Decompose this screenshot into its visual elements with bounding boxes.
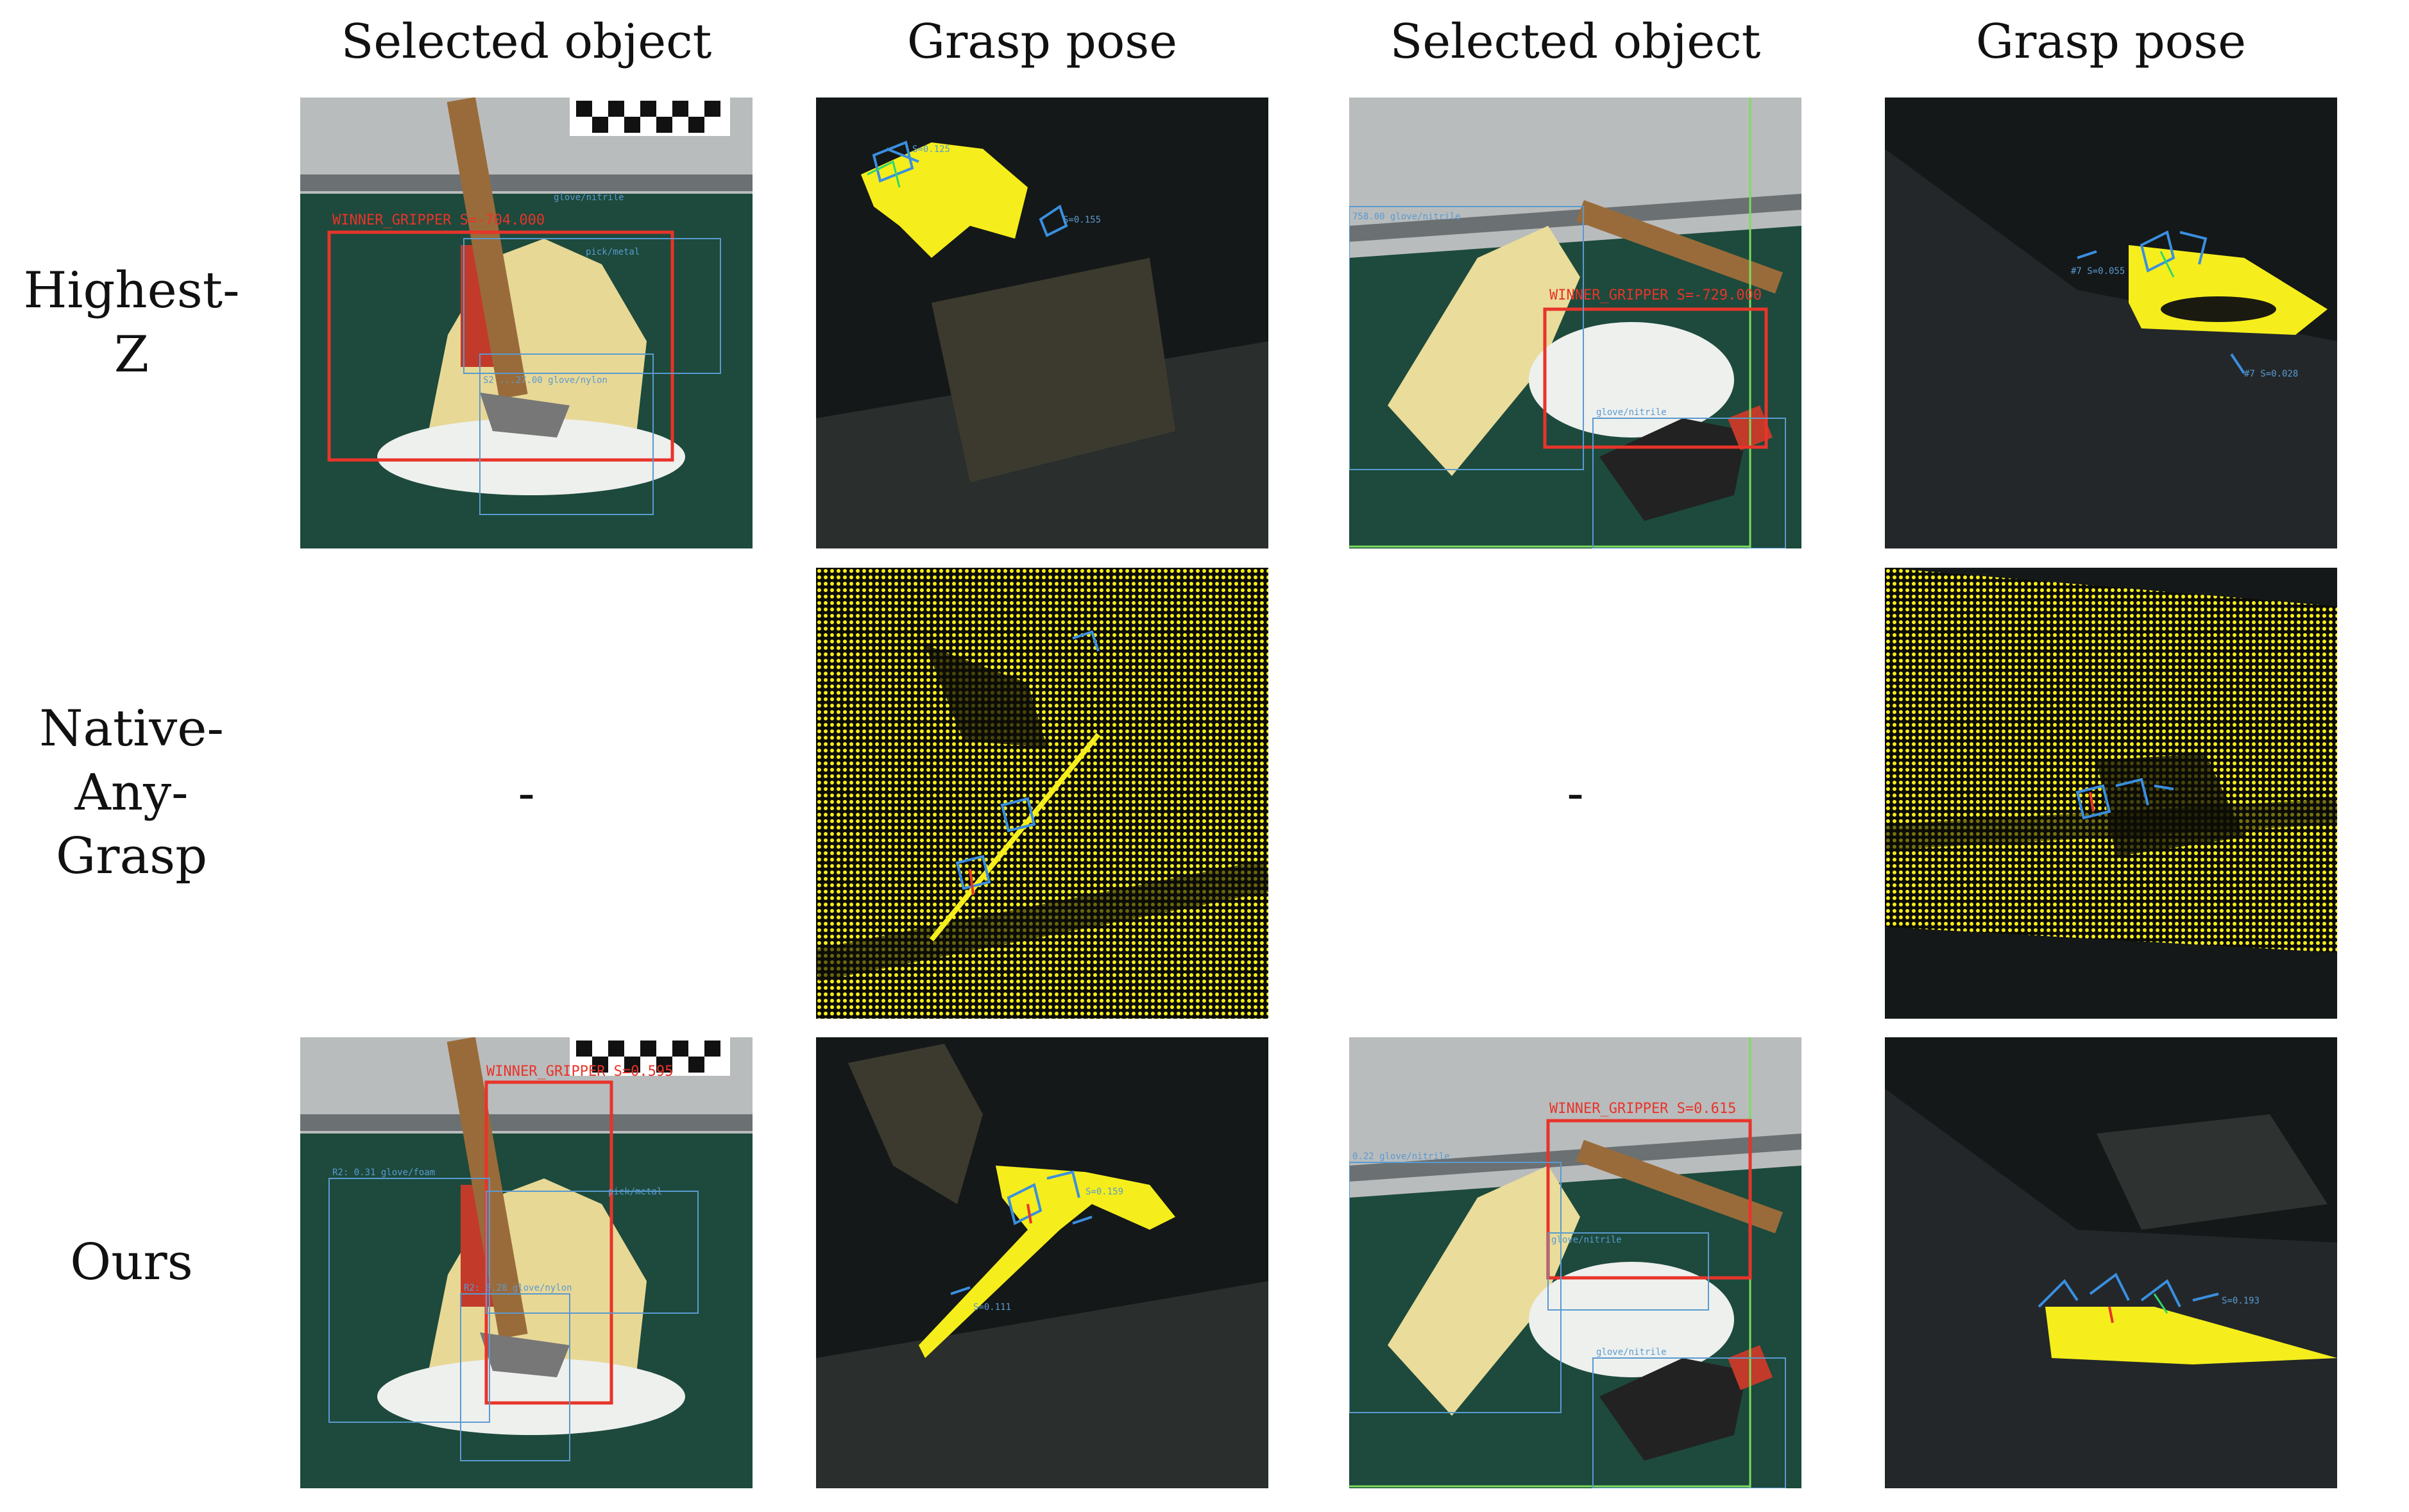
detection-tag: glove/nitrile [1596, 1347, 1667, 1357]
detection-tag: 0.22 glove/nitrile [1352, 1151, 1450, 1162]
grasp-score-tag: S=0.111 [973, 1302, 1011, 1312]
selection-box-label: WINNER_GRIPPER S=0.615 [1549, 1101, 1736, 1117]
row-label-line: Ours [70, 1233, 193, 1291]
detection-tag: pick/metal [586, 247, 640, 257]
row-label-line: Z [114, 325, 149, 384]
grasp-pose-image-highest-z-1: S=0.125 S=0.155 [816, 98, 1268, 548]
detection-tag: 758.00 glove/nitrile [1352, 212, 1461, 222]
row-label-ours: Ours [0, 1037, 263, 1488]
detection-tag: pick/metal [608, 1187, 662, 1197]
grasp-score-tag: S=0.159 [1085, 1187, 1123, 1197]
row-label-highest-z: Highest- Z [0, 98, 263, 548]
column-header-grasp-pose-2: Grasp pose [1975, 14, 2247, 69]
scene-image-highest-z-2: WINNER_GRIPPER S=-729.000 758.00 glove/n… [1349, 98, 1801, 548]
grasp-score-tag: #7 S=0.055 [2071, 266, 2125, 276]
selection-box-label: WINNER_GRIPPER S=0.595 [486, 1064, 673, 1080]
selection-box-label: WINNER_GRIPPER S=-704.000 [332, 212, 545, 228]
grasp-score-tag: S=0.125 [912, 144, 950, 155]
grasp-pose-image-ours-2: S=0.193 [1885, 1037, 2337, 1488]
detection-tag: glove/nitrile [1596, 407, 1667, 418]
grasp-pose-image-highest-z-2: #7 S=0.055 #7 S=0.028 [1885, 98, 2337, 548]
selection-box-label: WINNER_GRIPPER S=-729.000 [1549, 287, 1762, 303]
detection-tag: glove/nitrile [1551, 1235, 1622, 1245]
detection-tag: R2: 0.31 glove/foam [332, 1168, 435, 1178]
column-header-grasp-pose-1: Grasp pose [907, 14, 1178, 69]
grasp-score-tag: S=0.193 [2222, 1296, 2260, 1306]
row-label-line: Native- [39, 699, 224, 758]
grasp-pose-image-ours-1: S=0.159 S=0.111 [816, 1037, 1268, 1488]
grasp-pose-image-native-any-grasp-1 [816, 568, 1268, 1019]
column-header-selected-object-2: Selected object [1390, 14, 1761, 69]
detection-tag: S2 ...27.00 glove/nylon [483, 375, 608, 386]
scene-image-ours-1: WINNER_GRIPPER S=0.595 R2: 0.31 glove/fo… [300, 1037, 753, 1488]
detection-tag: R2: 0.28 glove/nylon [464, 1283, 572, 1293]
grasp-score-tag: S=0.155 [1063, 215, 1101, 225]
grasp-pose-image-native-any-grasp-2 [1885, 568, 2337, 1019]
detection-tag: glove/nitrile [554, 192, 624, 203]
row-label-line: Highest- [23, 261, 240, 319]
scene-image-ours-2: WINNER_GRIPPER S=0.615 0.22 glove/nitril… [1349, 1037, 1801, 1488]
column-header-selected-object-1: Selected object [341, 14, 712, 69]
row-label-line: Grasp [55, 828, 208, 886]
grasp-score-tag: #7 S=0.028 [2244, 369, 2298, 379]
row-label-line: Any- [74, 763, 189, 822]
no-selection-placeholder-2: - [1567, 764, 1584, 822]
row-label-native-any-grasp: Native-Any- Grasp [0, 568, 263, 1019]
scene-image-highest-z-1: WINNER_GRIPPER S=-704.000 glove/nitrile … [300, 98, 753, 548]
no-selection-placeholder-1: - [518, 764, 535, 822]
